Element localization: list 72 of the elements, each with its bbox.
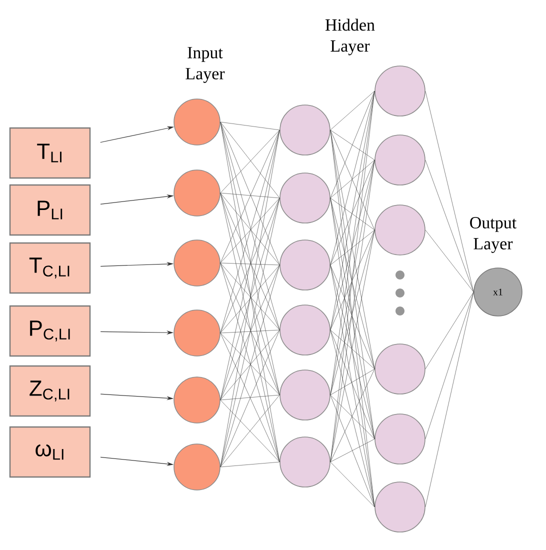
output-neuron: x1: [474, 268, 522, 316]
layer-label: Output Layer: [470, 217, 516, 253]
connection-line: [220, 192, 280, 198]
hidden-neuron: [374, 204, 426, 256]
connection-line: [330, 160, 375, 198]
connection-line: [330, 330, 375, 370]
input-neuron: [174, 98, 220, 146]
connection-line: [330, 230, 375, 396]
input-neuron: [174, 444, 220, 490]
connection-line: [220, 122, 280, 198]
hidden-neuron: [280, 240, 330, 290]
connection-line: [330, 90, 375, 130]
connection-line: [330, 438, 375, 462]
connection-line: [330, 264, 375, 508]
connection-line: [425, 90, 474, 292]
hidden-neuron: [280, 172, 330, 224]
connection-line: [330, 330, 375, 440]
connection-line: [330, 160, 375, 330]
connection-line: [220, 462, 280, 468]
layer-label: Input Layer: [186, 47, 225, 83]
input-box: T$_{C,LI}$: [9, 242, 91, 294]
input-neuron: [174, 170, 220, 216]
connection-line: [330, 230, 375, 266]
connection-line: [330, 160, 375, 462]
input-neuron: [174, 310, 220, 356]
connection-line: [220, 330, 280, 334]
connection-line: [425, 292, 474, 440]
connection-line: [425, 160, 474, 292]
connection-line: [220, 122, 280, 130]
hidden-neuron: [374, 134, 426, 186]
connection-line: [330, 330, 375, 508]
connection-line: [330, 368, 375, 396]
connection-line: [330, 462, 375, 508]
connection-line: [330, 130, 375, 160]
input-box: T$_{LI}$: [9, 127, 91, 179]
connection-line: [330, 130, 375, 508]
connection-line: [330, 90, 375, 198]
connection-line: [330, 198, 375, 230]
hidden-neuron: [374, 66, 426, 116]
hidden-neuron: [374, 344, 426, 394]
connection-line: [330, 394, 375, 440]
connection-line: [330, 368, 375, 462]
connection-line: [330, 90, 375, 266]
connection-line: [330, 394, 375, 508]
connection-line: [425, 292, 474, 508]
hidden-neuron: [280, 104, 330, 156]
input-box: P$_{C,LI}$: [9, 305, 91, 357]
connection-line: [330, 90, 375, 330]
connection-line: [425, 230, 474, 292]
connection-line: [220, 262, 280, 266]
input-box: ω$_{LI}$: [9, 426, 91, 478]
connection-line: [220, 394, 280, 400]
hidden-neuron: [374, 414, 426, 464]
connection-line: [330, 264, 375, 370]
hidden-neuron: [374, 482, 426, 532]
hidden-neuron: [280, 370, 330, 420]
connection-line: [330, 198, 375, 370]
connection-line: [330, 130, 375, 230]
connection-line: [330, 230, 375, 330]
connection-line: [330, 230, 375, 462]
connection-line: [220, 130, 280, 194]
input-neuron: [174, 376, 220, 424]
hidden-neuron: [280, 436, 330, 488]
hidden-neuron: [280, 304, 330, 356]
input-box: P$_{LI}$: [9, 184, 91, 236]
connection-line: [330, 160, 375, 266]
connection-line: [425, 292, 474, 370]
input-neuron: [174, 240, 220, 286]
input-box: Z$_{C,LI}$: [9, 365, 91, 417]
connection-line: [330, 160, 375, 396]
layer-label: Hidden Layer: [325, 18, 375, 56]
connection-line: [330, 264, 375, 440]
